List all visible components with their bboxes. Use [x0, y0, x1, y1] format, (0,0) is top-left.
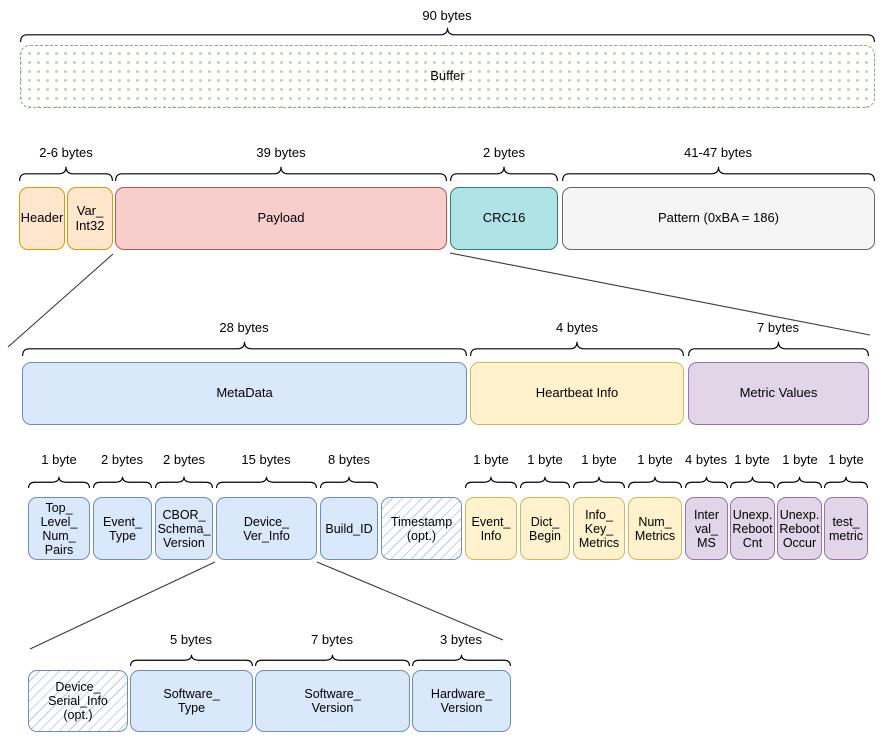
hardware-version-box: Hardware_ Version: [412, 670, 511, 732]
top-level-num-pairs-brace: [28, 476, 90, 488]
device-ver-info-brace: [216, 476, 317, 488]
software-type-size-label: 5 bytes: [170, 632, 212, 647]
dict-begin-brace: [520, 476, 570, 488]
top-level-num-pairs-size-label: 1 byte: [41, 452, 77, 467]
hardware-version-brace: [412, 654, 511, 666]
heartbeat-info-box: Heartbeat Info: [470, 362, 684, 425]
event-info-size-label: 1 byte: [473, 452, 509, 467]
software-type-brace: [130, 654, 253, 666]
hardware-version-size-label: 3 bytes: [440, 632, 482, 647]
metadata-brace: [22, 341, 467, 356]
interval-ms-size-label: 4 bytes: [685, 452, 727, 467]
software-version-size-label: 7 bytes: [311, 632, 353, 647]
unexp-reboot-occur-box: Unexp. Reboot Occur: [777, 497, 822, 560]
event-info-box: Event_ Info: [465, 497, 517, 560]
metric-values-box: Metric Values: [688, 362, 869, 425]
buffer-brace: [20, 27, 875, 42]
build-id-box: Build_ID: [320, 497, 378, 560]
cbor-schema-brace: [155, 476, 213, 488]
build-id-size-label: 8 bytes: [328, 452, 370, 467]
unexp-reboot-cnt-brace: [730, 476, 775, 488]
unexp-reboot-cnt-size-label: 1 byte: [734, 452, 770, 467]
pattern-size-label: 41-47 bytes: [684, 145, 752, 160]
test-metric-brace: [824, 476, 868, 488]
num-metrics-size-label: 1 byte: [637, 452, 673, 467]
event-type-box: Event_ Type: [93, 497, 152, 560]
num-metrics-brace: [628, 476, 682, 488]
metadata-size-label: 28 bytes: [219, 320, 269, 335]
event-type-brace: [93, 476, 152, 488]
event-type-size-label: 2 bytes: [101, 452, 143, 467]
interval-ms-brace: [685, 476, 728, 488]
unexp-reboot-cnt-box: Unexp. Reboot Cnt: [730, 497, 775, 560]
event-info-brace: [465, 476, 517, 488]
crc16-brace: [450, 166, 558, 181]
heartbeat-size-label: 4 bytes: [556, 320, 598, 335]
heartbeat-brace: [470, 341, 684, 356]
software-type-box: Software_ Type: [130, 670, 253, 732]
test-metric-size-label: 1 byte: [828, 452, 864, 467]
metrics-brace: [688, 341, 869, 356]
interval-ms-box: Inter val_ MS: [685, 497, 728, 560]
header-brace: [19, 166, 113, 181]
crc16-box: CRC16: [450, 187, 558, 250]
metrics-size-label: 7 bytes: [757, 320, 799, 335]
buffer-size-label: 90 bytes: [422, 8, 472, 23]
pattern-brace: [562, 166, 875, 181]
header-size-label: 2-6 bytes: [39, 145, 93, 160]
device-ver-expand-line-right: [316, 561, 504, 641]
build-id-brace: [320, 476, 378, 488]
dict-begin-size-label: 1 byte: [527, 452, 563, 467]
test-metric-box: test_ metric: [824, 497, 868, 560]
software-version-box: Software_ Version: [255, 670, 410, 732]
payload-box: Payload: [115, 187, 447, 250]
metadata-box: MetaData: [22, 362, 467, 425]
cbor-schema-version-box: CBOR_ Schema_ Version: [155, 497, 213, 560]
timestamp-box: Timestamp (opt.): [381, 497, 462, 560]
crc16-size-label: 2 bytes: [483, 145, 525, 160]
unexp-reboot-occur-size-label: 1 byte: [782, 452, 818, 467]
info-key-metrics-box: Info_ Key_ Metrics: [573, 497, 625, 560]
device-ver-info-size-label: 15 bytes: [241, 452, 291, 467]
buffer-box: Buffer: [20, 45, 875, 108]
unexp-reboot-occur-brace: [777, 476, 822, 488]
payload-expand-line-left: [7, 253, 114, 348]
varint32-box: Var_ Int32: [67, 187, 113, 250]
pattern-box: Pattern (0xBA = 186): [562, 187, 875, 250]
header-box: Header: [19, 187, 65, 250]
device-ver-info-box: Device_ Ver_Info: [216, 497, 317, 560]
info-key-metrics-size-label: 1 byte: [581, 452, 617, 467]
top-level-num-pairs-box: Top_ Level_ Num_ Pairs: [28, 497, 90, 560]
device-serial-info-box: Device_ Serial_Info (opt.): [28, 670, 128, 732]
payload-size-label: 39 bytes: [256, 145, 306, 160]
dict-begin-box: Dict_ Begin: [520, 497, 570, 560]
cbor-schema-size-label: 2 bytes: [163, 452, 205, 467]
software-version-brace: [255, 654, 410, 666]
buffer-box-label: Buffer: [430, 68, 465, 84]
info-key-metrics-brace: [573, 476, 625, 488]
num-metrics-box: Num_ Metrics: [628, 497, 682, 560]
payload-brace: [115, 166, 447, 181]
